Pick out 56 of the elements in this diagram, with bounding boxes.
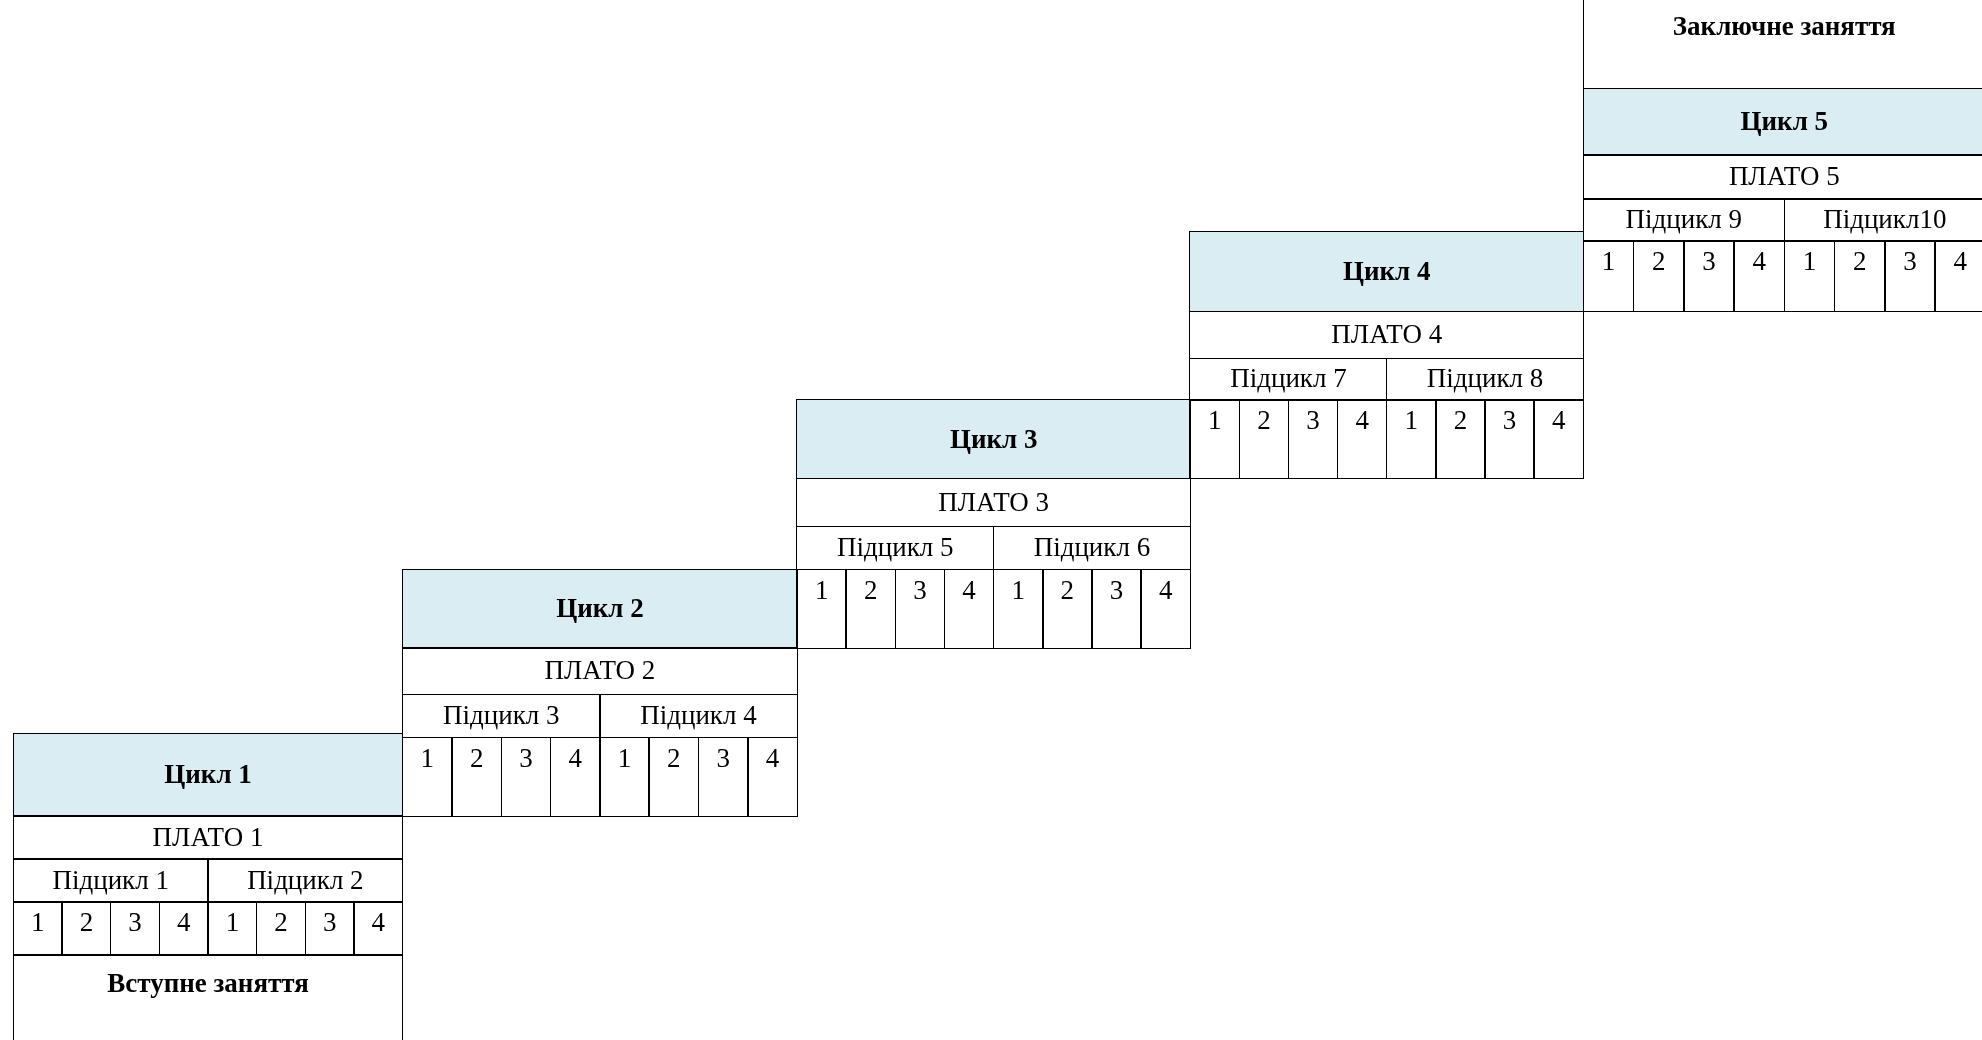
lesson-number-cell: 2 [451,736,503,817]
lesson-number-cell: 1 [1386,399,1437,480]
lesson-number-cell: 1 [1189,399,1241,480]
lesson-number-cell: 1 [796,568,847,649]
lesson-number-cell: 3 [1683,240,1735,313]
cycle-header-cell: Цикл 4 [1189,231,1585,313]
lesson-number-cell: 3 [1287,399,1339,480]
cycle-header-cell: Цикл 2 [401,568,798,649]
subcycle-cell: Підцикл 4 [599,693,798,739]
lesson-number-cell: 4 [549,736,601,817]
lesson-number-cell: 3 [304,901,355,956]
lesson-number-cell: 2 [1833,240,1886,313]
lesson-number-cell: 1 [1783,240,1836,313]
lesson-number-cell: 2 [1435,399,1486,480]
subcycle-cell: Підцикл 7 [1189,357,1388,401]
lesson-number-cell: 3 [1484,399,1535,480]
lesson-number-cell: 1 [12,901,63,956]
subcycle-cell: Підцикл 8 [1386,357,1585,401]
lesson-number-cell: 1 [1582,240,1635,313]
cycle-header-cell: Цикл 1 [12,733,404,817]
lesson-number-cell: 3 [1884,240,1936,313]
lesson-number-cell: 1 [992,568,1044,649]
lesson-number-cell: 4 [158,901,209,956]
lesson-number-cell: 2 [845,568,897,649]
lesson-number-cell: 2 [1238,399,1290,480]
plateau-cell: ПЛАТО 4 [1189,310,1585,360]
subcycle-cell: Підцикл 3 [401,693,601,739]
lesson-number-cell: 4 [1140,568,1191,649]
plateau-cell: ПЛАТО 1 [12,815,404,860]
plateau-cell: ПЛАТО 3 [796,477,1191,528]
subcycle-cell: Підцикл 2 [207,858,404,903]
lesson-number-cell: 4 [1336,399,1388,480]
cycle-header-cell: Цикл 3 [796,399,1191,480]
lesson-number-cell: 4 [353,901,404,956]
lesson-number-cell: 2 [648,736,700,817]
lesson-number-cell: 2 [61,901,112,956]
plateau-cell: ПЛАТО 5 [1582,154,1982,200]
lesson-number-cell: 3 [109,901,161,956]
lesson-number-cell: 2 [1042,568,1093,649]
lesson-number-cell: 4 [747,736,798,817]
subcycle-cell: Підцикл 9 [1582,198,1786,242]
lesson-number-cell: 2 [1632,240,1685,313]
lesson-number-cell: 4 [1733,240,1786,313]
lesson-number-cell: 1 [401,736,453,817]
cycle-header-cell: Цикл 5 [1582,88,1982,156]
subcycle-cell: Підцикл 1 [12,858,209,903]
lesson-number-cell: 1 [599,736,650,817]
subcycle-cell: Підцикл10 [1783,198,1982,242]
intro-lesson-cell: Вступне заняття [12,954,404,1040]
lesson-number-cell: 3 [697,736,749,817]
lesson-number-cell: 4 [1533,399,1585,480]
plateau-cell: ПЛАТО 2 [401,647,798,696]
lesson-number-cell: 4 [1934,240,1982,313]
lesson-number-cell: 3 [1091,568,1142,649]
lesson-number-cell: 1 [207,901,258,956]
lesson-number-cell: 2 [255,901,307,956]
